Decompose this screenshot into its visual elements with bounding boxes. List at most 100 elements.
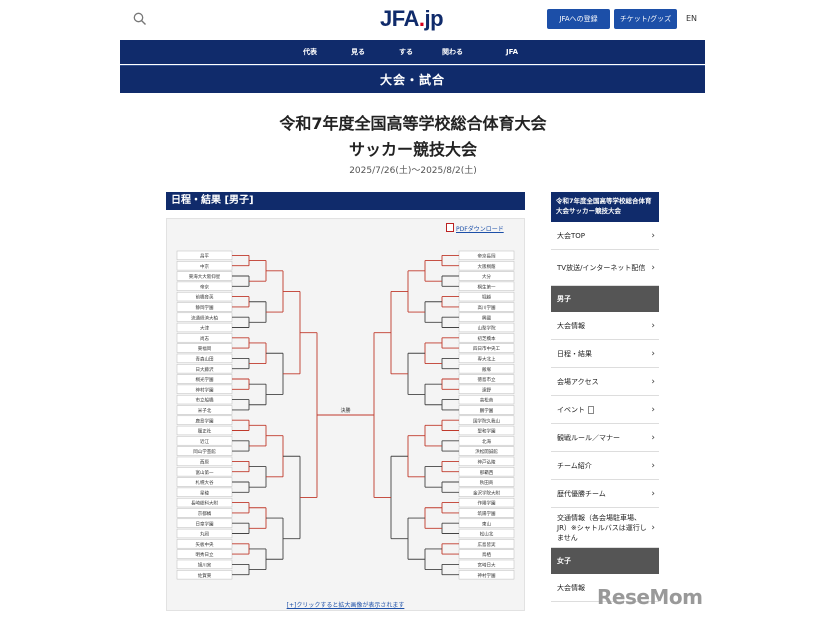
team-name: 聖和学園 (478, 428, 496, 435)
nav-item-daihyo[interactable]: 代表 (303, 48, 317, 56)
sidebar-item-female-info[interactable]: 大会情報 (551, 574, 659, 602)
team-name: 札幌大谷 (196, 479, 214, 486)
team-name: 作陽学園 (478, 500, 496, 507)
bracket-line (424, 301, 442, 323)
bracket-line (390, 455, 408, 540)
team-name: 昌平 (200, 254, 209, 260)
bracket-line (441, 440, 459, 452)
nav-item-miru[interactable]: 見る (351, 48, 365, 56)
chevron-right-icon: › (651, 460, 655, 471)
team-name: 四日市中央工 (473, 345, 500, 352)
bracket-line (424, 342, 442, 364)
team-name: 静岡学園 (196, 304, 214, 311)
team-name: 近江 (200, 438, 209, 445)
team-name: 鵬学園 (480, 407, 494, 414)
team-name: 浜松開誠館 (475, 448, 498, 455)
sidebar-header: 令和7年度全国高等学校総合体育大会サッカー競技大会 (551, 192, 659, 222)
language-switch-en[interactable]: EN (686, 14, 698, 23)
team-name: 富山第一 (196, 469, 214, 476)
bracket-line (407, 352, 425, 395)
bracket-line (407, 270, 425, 313)
bracket-line (441, 254, 459, 267)
bracket-line (441, 275, 459, 287)
bracket-line (232, 522, 250, 534)
team-name: 米子北 (198, 407, 212, 414)
bracket-line (441, 502, 459, 514)
register-button[interactable]: JFAへの登録 (547, 9, 610, 29)
chevron-right-icon: › (651, 230, 655, 241)
team-name: 前橋育英 (196, 294, 214, 301)
team-name: 北海 (482, 438, 491, 445)
bracket-line (441, 316, 459, 328)
team-name: 旭川実 (198, 562, 212, 569)
page-title-line1: 令和7年度全国高等学校総合体育大会 (279, 114, 547, 133)
team-name: 東山 (482, 520, 491, 527)
team-name: 青森山田 (196, 356, 214, 363)
nav-item-jfa[interactable]: JFA (506, 48, 519, 56)
pdf-icon (446, 223, 454, 232)
chevron-right-icon: › (651, 376, 655, 387)
team-name: 筑陽学園 (478, 510, 496, 517)
sidebar-item-teams[interactable]: チーム紹介 › (551, 452, 659, 480)
sidebar-item-label: 歴代優勝チーム (557, 489, 606, 498)
ticket-goods-button[interactable]: チケット/グッズ (614, 9, 677, 29)
sidebar-item-label: 会場アクセス (557, 377, 599, 386)
bracket-line (441, 563, 459, 576)
jfa-logo[interactable]: JFA.jp (380, 6, 444, 32)
team-name: 尚志 (200, 335, 209, 342)
team-name: 丸岡 (200, 531, 209, 538)
bracket-line (424, 548, 442, 570)
sidebar-item-event[interactable]: イベント› (551, 396, 659, 424)
chevron-right-icon: › (651, 522, 655, 533)
team-name: 日大藤沢 (196, 366, 214, 373)
team-name: 佐賀東 (198, 572, 212, 579)
team-name: 桐光学園 (196, 376, 214, 383)
bracket-line (300, 332, 318, 498)
bracket-line (441, 419, 459, 431)
sidebar-item-traffic[interactable]: 交通情報（各会場駐車場、JR）※シャトルバスは運行しません› (551, 508, 659, 548)
sidebar-item-label: チーム紹介 (557, 461, 592, 470)
chevron-right-icon: › (651, 320, 655, 331)
sidebar-item-rules[interactable]: 観戦ルール／マナー› (551, 424, 659, 452)
team-name: 西原 (200, 460, 209, 466)
sidebar-item-access[interactable]: 会場アクセス › (551, 368, 659, 396)
team-name: 星稜 (200, 490, 209, 496)
sidebar-item-champions[interactable]: 歴代優勝チーム› (551, 480, 659, 508)
team-name: 帝京長岡 (478, 253, 496, 260)
logo-text: JFA (380, 6, 419, 31)
bracket-line (441, 296, 459, 308)
page-title-line2: サッカー競技大会 (348, 140, 477, 159)
chevron-right-icon: › (651, 262, 655, 273)
bracket-line (249, 424, 267, 447)
tournament-bracket[interactable]: 昌平中京東海大大阪仰星帝京前橋育英静岡学園流通経済大柏大津尚志東福岡青森山田日大… (166, 236, 525, 596)
nav-item-suru[interactable]: する (399, 48, 413, 56)
sidebar-group-male: 男子 (551, 286, 659, 312)
bracket-line (232, 419, 250, 431)
bracket-line (266, 352, 284, 395)
bracket-line (232, 440, 250, 452)
chevron-right-icon: › (651, 348, 655, 359)
enlarge-image-link[interactable]: [+]クリックすると拡大画像が表示されます (286, 602, 405, 609)
sidebar-item-label: イベント (557, 405, 585, 414)
pdf-download-link[interactable]: PDFダウンロード (456, 226, 504, 233)
bracket-line (441, 357, 459, 370)
team-name: 飯塚 (482, 366, 491, 373)
nav-item-kakawaru[interactable]: 関わる (442, 48, 463, 56)
sidebar-item-tv[interactable]: TV放送/インターネット配信› (551, 250, 659, 286)
sidebar-item-top[interactable]: 大会TOP› (551, 222, 659, 250)
team-name: 矢板中央 (196, 541, 214, 548)
bracket-line (232, 357, 250, 370)
sidebar: 令和7年度全国高等学校総合体育大会サッカー競技大会 大会TOP› TV放送/イン… (551, 192, 659, 602)
bracket-line (249, 466, 267, 488)
team-name: 鹿島学園 (196, 417, 214, 424)
team-name: 神村学園 (196, 386, 214, 393)
bracket-line (232, 460, 250, 473)
sidebar-item-schedule[interactable]: 日程・結果› (551, 340, 659, 368)
sidebar-item-info[interactable]: 大会情報› (551, 312, 659, 340)
bracket-line (441, 399, 459, 411)
search-icon[interactable] (133, 12, 147, 26)
team-name: 流通経済大柏 (191, 314, 218, 321)
bracket-line (232, 296, 250, 308)
team-name: 堀越 (482, 294, 491, 301)
bracket-line (441, 481, 459, 493)
